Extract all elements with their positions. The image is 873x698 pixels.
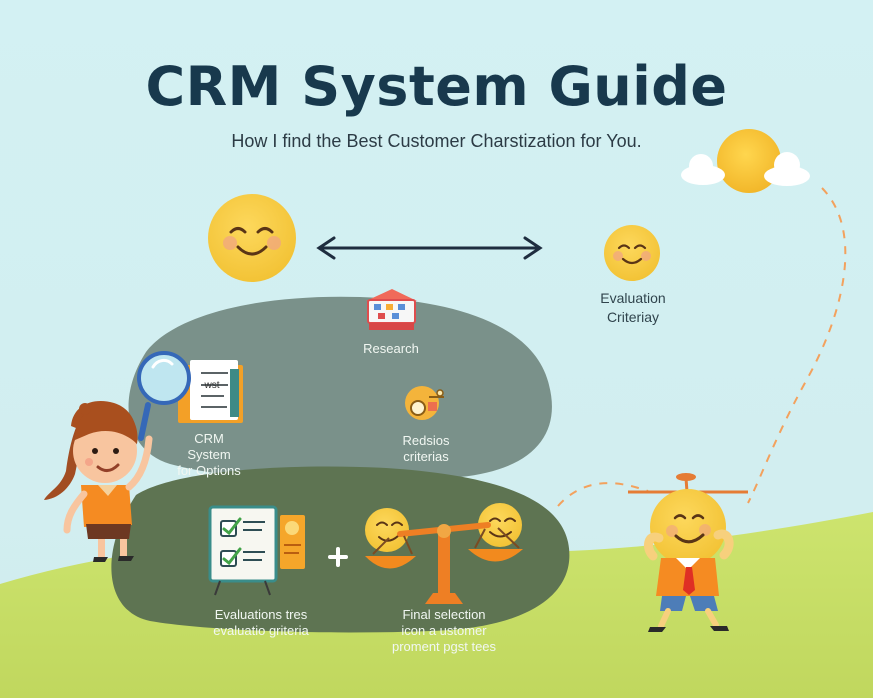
target-gear-icon (405, 386, 444, 420)
final-selection-label: Final selection icon a ustomer proment p… (382, 607, 506, 655)
cloud-icon (681, 152, 810, 186)
smiley-face-icon (208, 194, 296, 282)
document-note-text: wst (204, 380, 220, 391)
evaluation-tres-line1: Evaluations tres (214, 607, 308, 622)
house-icon (366, 289, 417, 330)
evaluation-tres-line2: evaluatio griteria (213, 623, 309, 638)
evaluation-criteria-line2: Criteriay (606, 309, 660, 325)
final-selection-line3: proment pgst tees (391, 639, 497, 654)
document-icon (178, 360, 243, 423)
page-title: CRM System Guide (145, 55, 728, 118)
sun-character-icon (628, 473, 748, 632)
crm-options-label: CRM System for Options (174, 431, 244, 479)
evaluation-tres-label: Evaluations tres evaluatio griteria (207, 607, 315, 639)
balance-scale-icon (365, 503, 523, 604)
evaluation-criteria-line1: Evaluation (600, 290, 666, 306)
double-arrow-icon (316, 236, 543, 260)
page-subtitle: How I find the Best Customer Charstizati… (231, 131, 642, 151)
crm-options-line1: CRM System (187, 431, 231, 462)
evaluation-criteria-label: Evaluation Criteriay (590, 289, 676, 327)
plus-icon (328, 547, 348, 567)
research-label: Research (363, 341, 419, 356)
crm-options-line2: for Options (177, 463, 241, 478)
magnifying-glass-icon (137, 351, 191, 441)
final-selection-line2: icon a ustomer (401, 623, 487, 638)
upper-blob (128, 296, 552, 483)
redsios-label: Redsios criterias (398, 433, 454, 465)
dashed-path-middle (557, 482, 649, 507)
final-selection-line1: Final selection (402, 607, 486, 622)
dashed-path-right (747, 187, 847, 504)
sun-icon (681, 129, 810, 193)
smiley-face-icon (604, 225, 660, 281)
redsios-line1: Redsios (402, 433, 450, 448)
girl-character-icon (44, 401, 153, 562)
checklist-board-icon (208, 505, 305, 596)
redsios-line2: criterias (403, 449, 449, 464)
